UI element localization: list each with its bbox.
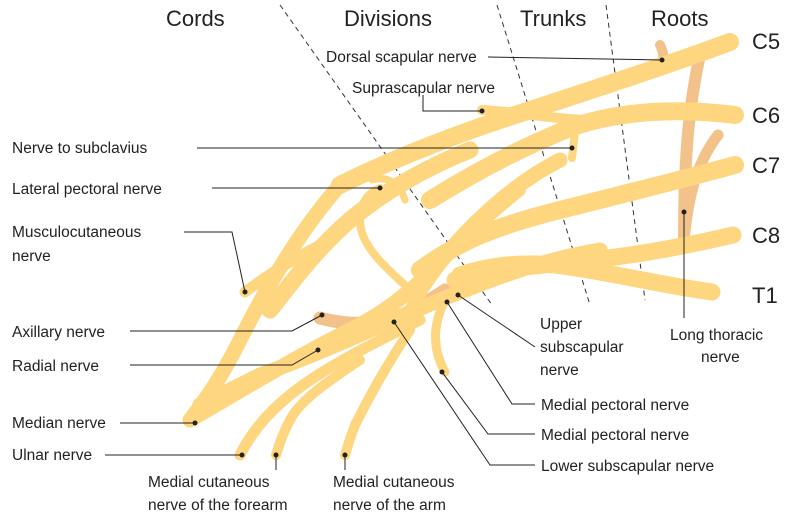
label-long-thoracic-2: nerve xyxy=(701,349,740,366)
header-trunks: Trunks xyxy=(520,6,586,31)
medial-pectoral-b-dot xyxy=(439,369,445,375)
root-t1: T1 xyxy=(752,283,778,308)
label-lateral-pectoral: Lateral pectoral nerve xyxy=(12,181,162,198)
nerves xyxy=(182,33,744,461)
musculocutaneous-leader xyxy=(184,231,246,293)
axillary-leader xyxy=(130,314,323,332)
root-c5: C5 xyxy=(752,29,780,54)
label-mc-forearm-2: nerve of the forearm xyxy=(148,497,288,514)
lateral-cord-shape xyxy=(261,141,479,319)
nerve-to-subclavius-shape xyxy=(568,126,579,162)
leader-lines xyxy=(105,56,687,470)
medial-pectoral-b-leader xyxy=(441,371,535,435)
mc-forearm-dot xyxy=(273,452,279,458)
c6-root-shape xyxy=(421,102,744,209)
header-divisions: Divisions xyxy=(344,6,432,31)
header-roots: Roots xyxy=(651,6,708,31)
medial-pectoral-a-leader xyxy=(446,301,535,405)
lateral-pectoral-nerve-shape xyxy=(356,184,414,294)
medial-pectoral-a-dot xyxy=(444,299,450,305)
t1-root-shape xyxy=(451,255,721,301)
upper-subscap-dot xyxy=(455,292,461,298)
root-c7: C7 xyxy=(752,153,780,178)
c5-root-shape xyxy=(331,33,739,194)
label-upper-subscap-1: Upper xyxy=(540,316,582,333)
label-long-thoracic-1: Long thoracic xyxy=(670,327,763,344)
radial-leader xyxy=(130,349,319,366)
dorsal-scapular-leader xyxy=(487,56,663,61)
root-c6: C6 xyxy=(752,103,780,128)
lower-subscap-dot xyxy=(391,319,397,325)
nerve-labels: Dorsal scapular nerve Suprascapular nerv… xyxy=(12,49,763,514)
label-dorsal-scapular: Dorsal scapular nerve xyxy=(326,49,477,66)
ulnar-nerve-shape xyxy=(234,314,426,461)
suprascapular-nerve-shape xyxy=(477,105,595,125)
label-lower-subscap: Lower subscapular nerve xyxy=(541,458,714,475)
lateral-pectoral-loop-shape xyxy=(368,175,409,204)
musculocutaneous-dot xyxy=(242,289,248,295)
upper-subscap-leader xyxy=(457,294,536,348)
label-mc-arm-1: Medial cutaneous xyxy=(333,474,455,491)
median-dot xyxy=(192,420,198,426)
root-labels: C5 C6 C7 C8 T1 xyxy=(752,29,780,308)
lower-subscap-leader xyxy=(393,321,535,466)
posterior-division-shape xyxy=(399,184,526,326)
label-median: Median nerve xyxy=(12,415,106,432)
mc-forearm-nerve-shape xyxy=(271,355,365,460)
long-thoracic-dot xyxy=(681,209,687,215)
label-musculocutaneous-2: nerve xyxy=(12,248,51,265)
label-mc-arm-2: nerve of the arm xyxy=(333,497,446,514)
mc-arm-dot xyxy=(342,452,348,458)
medial-pectoral-nerve-shape xyxy=(431,295,450,377)
mc-arm-nerve-shape xyxy=(340,325,415,460)
label-radial: Radial nerve xyxy=(12,358,99,375)
label-upper-subscap-2: subscapular xyxy=(540,339,624,356)
axillary-dot xyxy=(319,312,325,318)
dorsal-scapular-dot xyxy=(659,57,665,63)
radial-dot xyxy=(315,347,321,353)
section-headers: Cords Divisions Trunks Roots xyxy=(166,6,708,31)
label-musculocutaneous-1: Musculocutaneous xyxy=(12,224,141,241)
nerve-to-subclavius-dot xyxy=(569,145,575,151)
label-medial-pectoral-b: Medial pectoral nerve xyxy=(541,427,689,444)
suprascapular-leader xyxy=(422,95,482,112)
header-cords: Cords xyxy=(166,6,225,31)
label-axillary: Axillary nerve xyxy=(12,324,105,341)
label-medial-pectoral-a: Medial pectoral nerve xyxy=(541,397,689,414)
label-upper-subscap-3: nerve xyxy=(540,362,579,379)
ulnar-dot xyxy=(239,452,245,458)
label-mc-forearm-1: Medial cutaneous xyxy=(148,474,270,491)
suprascapular-dot xyxy=(479,108,485,114)
label-ulnar: Ulnar nerve xyxy=(12,447,92,464)
root-c8: C8 xyxy=(752,223,780,248)
lateral-pectoral-dot xyxy=(377,185,383,191)
medial-cord-shape xyxy=(192,242,608,413)
label-suprascapular: Suprascapular nerve xyxy=(352,80,495,97)
label-nerve-to-subclavius: Nerve to subclavius xyxy=(12,140,148,157)
